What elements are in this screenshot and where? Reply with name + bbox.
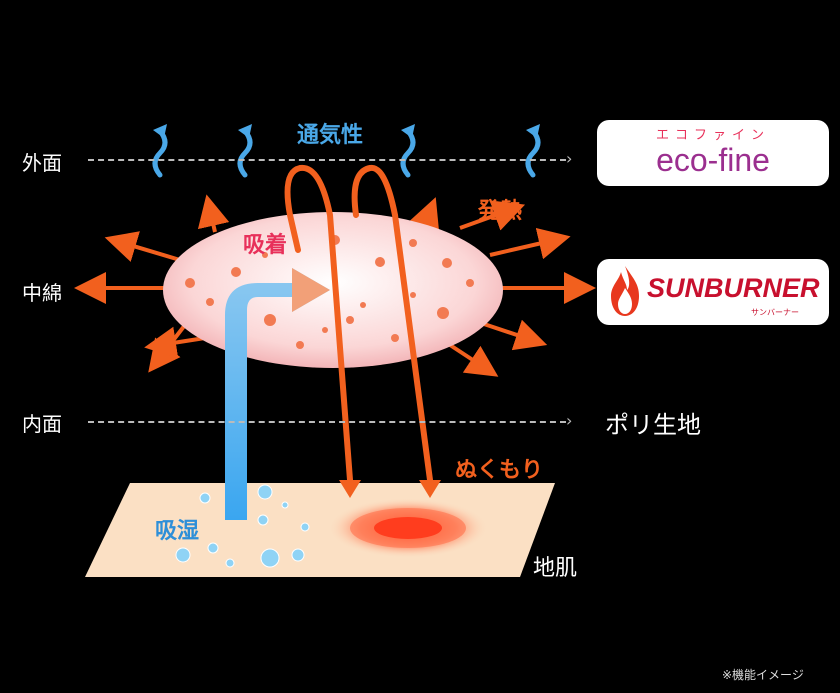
- inner-material-label: ポリ生地: [605, 411, 701, 439]
- breath-arrows: [152, 128, 541, 178]
- moisture-droplets: [175, 484, 310, 568]
- layer-inner-label: 内面: [22, 412, 62, 436]
- sunburner-logo: SUNBURNER サンバーナー: [597, 259, 829, 325]
- layer-outer-label: 外面: [22, 151, 62, 175]
- skin-label: 地肌: [533, 556, 578, 581]
- absorb-label: 吸着: [243, 233, 288, 258]
- ecofine-logo: エコファイン eco-fine: [597, 120, 829, 186]
- outer-arrowhead: ›: [566, 149, 573, 168]
- layer-middle-label: 中綿: [22, 281, 62, 305]
- breathability-label: 通気性: [297, 123, 364, 148]
- image-note: ※機能イメージ: [722, 668, 804, 682]
- ecofine-kana: エコファイン: [655, 128, 770, 143]
- moisture-label: 吸湿: [155, 519, 200, 544]
- ecofine-name: eco-fine: [656, 142, 770, 178]
- sunburner-name: SUNBURNER: [647, 273, 820, 303]
- heat-rays: [74, 194, 596, 377]
- warmth-label: ぬくもり: [455, 458, 544, 483]
- sunburner-kana: サンバーナー: [751, 308, 799, 317]
- heat-loops: [284, 164, 433, 483]
- heat-label: 発熱: [478, 199, 523, 224]
- inner-arrowhead: ›: [566, 411, 573, 430]
- inner-dash-line: [88, 421, 566, 423]
- flame-icon: [611, 266, 639, 316]
- outer-dash-line: [88, 159, 566, 161]
